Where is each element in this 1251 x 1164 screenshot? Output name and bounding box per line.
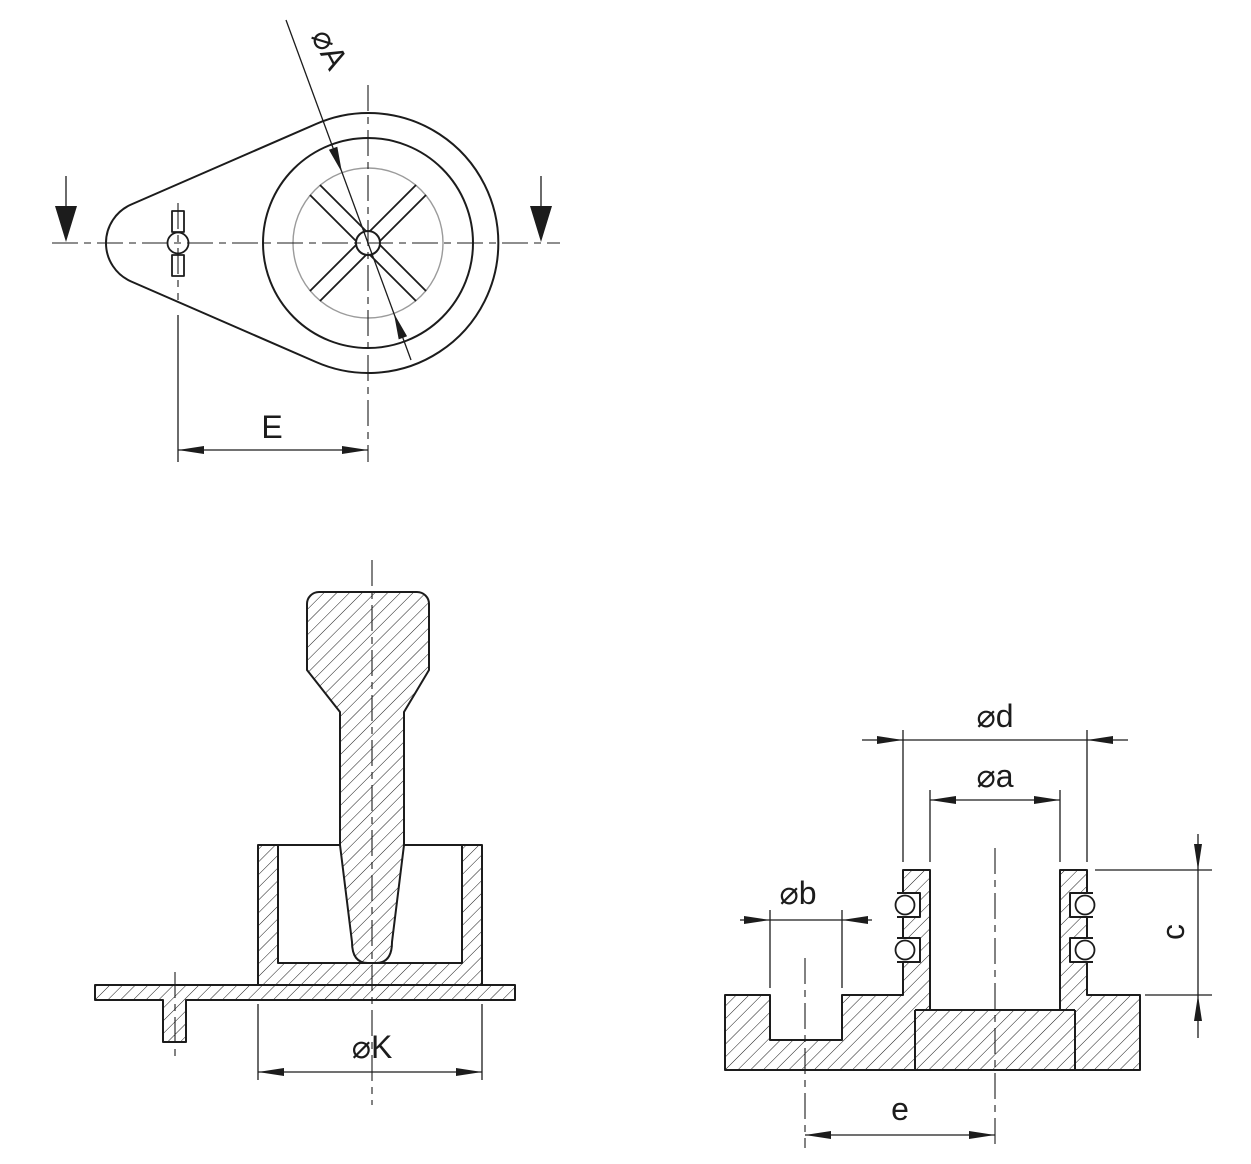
dim-diameter-a: ⌀a xyxy=(929,758,1061,862)
dim-diameter-b: ⌀b xyxy=(740,875,872,988)
centerlines xyxy=(174,560,373,1105)
oring-grooves xyxy=(894,892,1096,963)
side-section-view: ⌀d ⌀a ⌀b c e xyxy=(724,698,1212,1148)
dimension-line xyxy=(285,19,412,361)
pin-detail xyxy=(171,210,185,277)
under-bore-step-lines xyxy=(914,1009,1076,1070)
dim-diameter-K: ⌀K xyxy=(257,1004,483,1080)
top-view: ⌀A E xyxy=(52,19,560,462)
centerlines xyxy=(52,85,560,462)
front-section-view: ⌀K xyxy=(94,560,516,1105)
oring-seal xyxy=(1074,894,1096,916)
section-arrow-stems xyxy=(65,176,542,206)
oring-seal xyxy=(894,939,916,961)
arrowheads xyxy=(930,796,1060,804)
flange-section xyxy=(94,984,516,1043)
dim-diameter-d: ⌀d xyxy=(862,698,1128,862)
dimension-label-diameter-K: ⌀K xyxy=(352,1029,393,1065)
dimension-label-E: E xyxy=(261,409,282,445)
oring-groove-pockets xyxy=(897,892,1093,963)
arrowheads xyxy=(744,916,868,924)
dimension-label-diameter-a: ⌀a xyxy=(976,758,1013,794)
section-plane-arrows xyxy=(55,176,552,242)
oring-seal xyxy=(1074,939,1096,961)
dimension-label-diameter-d: ⌀d xyxy=(976,698,1013,734)
extension-and-dimension-lines xyxy=(257,1004,483,1080)
oring-seal xyxy=(894,894,916,916)
dim-c: c xyxy=(1095,834,1212,1038)
dimension-label-e: e xyxy=(891,1091,909,1127)
extension-and-dimension-lines xyxy=(740,910,872,988)
centerlines xyxy=(804,848,996,1148)
dim-e: e xyxy=(805,1091,995,1139)
stem-section xyxy=(306,591,430,964)
dimension-label-diameter-b: ⌀b xyxy=(779,875,816,911)
dimension-label-diameter-A: ⌀A xyxy=(304,22,355,75)
extension-and-dimension-lines xyxy=(177,315,368,462)
dim-E: E xyxy=(177,315,368,462)
arrowheads xyxy=(258,1068,482,1076)
dimension-label-c: c xyxy=(1155,924,1191,940)
extension-and-dimension-lines xyxy=(862,730,1128,862)
